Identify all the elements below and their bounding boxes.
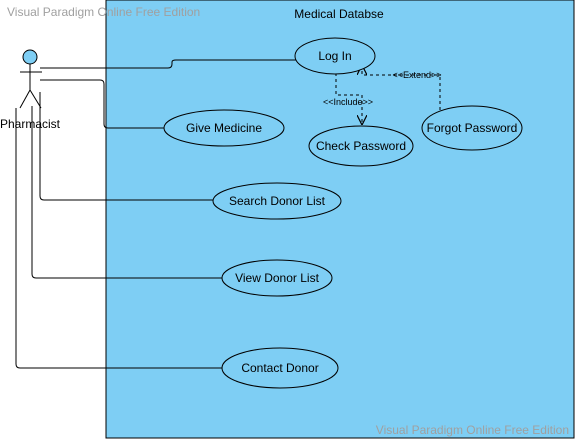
use-case-contact-donor[interactable]: Contact Donor	[221, 347, 339, 389]
actor-head	[22, 49, 38, 65]
use-case-forgot-password[interactable]: Forgot Password	[421, 105, 523, 151]
use-case-search-donor-list-label: Search Donor List	[229, 194, 326, 208]
association-view-donor	[31, 106, 222, 279]
use-case-check-password[interactable]: Check Password	[308, 125, 414, 167]
system-title: Medical Databse	[294, 7, 384, 21]
actor-pharmacist[interactable]	[19, 49, 42, 109]
associations	[15, 59, 296, 369]
use-case-view-donor-list-label: View Donor List	[235, 271, 319, 285]
use-case-forgot-password-label: Forgot Password	[427, 121, 518, 135]
association-search-donor	[39, 92, 214, 201]
watermark-bottom: Visual Paradigm Online Free Edition	[376, 423, 569, 437]
actor-label: Pharmacist	[0, 117, 61, 131]
actor-left-leg	[19, 89, 31, 109]
association-contact-donor	[15, 108, 222, 369]
use-case-check-password-label: Check Password	[316, 139, 406, 153]
include-stereotype: <<Include>>	[323, 97, 373, 107]
association-login	[40, 59, 296, 69]
use-case-view-donor-list[interactable]: View Donor List	[221, 259, 333, 297]
extend-stereotype: <<Extend>>	[392, 70, 441, 80]
actor-right-leg	[29, 89, 42, 109]
use-case-login-label: Log In	[318, 49, 351, 63]
use-case-search-donor-list[interactable]: Search Donor List	[212, 182, 342, 220]
use-case-login[interactable]: Log In	[294, 37, 376, 75]
use-case-contact-donor-label: Contact Donor	[241, 361, 318, 375]
use-case-give-medicine-label: Give Medicine	[186, 121, 262, 135]
include-connector	[335, 73, 362, 124]
watermark-top: Visual Paradigm Online Free Edition	[7, 5, 200, 19]
association-give-medicine	[40, 79, 164, 129]
extend-connector	[362, 66, 441, 110]
use-case-give-medicine[interactable]: Give Medicine	[163, 109, 285, 147]
